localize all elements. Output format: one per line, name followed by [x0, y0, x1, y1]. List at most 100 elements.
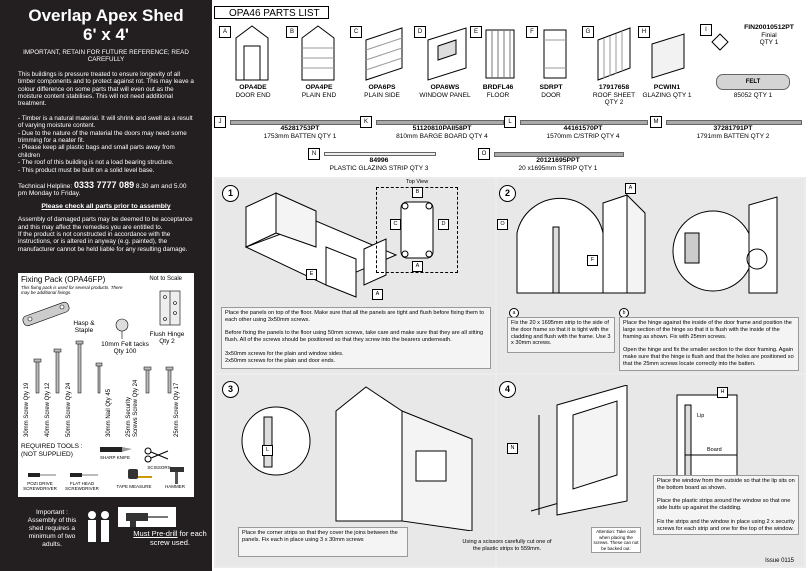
part-letter: A	[219, 26, 231, 38]
step-2-illustration	[516, 193, 778, 294]
step-3-illustration	[241, 386, 473, 531]
product-title: Overlap Apex Shed 6' x 4'	[28, 6, 184, 44]
finial-icon	[711, 33, 729, 51]
knife-icon	[100, 447, 132, 452]
cut-strip-instructions: Using a scissors carefully cut one of th…	[462, 539, 552, 552]
part-letter: K	[360, 116, 372, 128]
felt-label: 85052 QTY 1	[733, 92, 773, 99]
part-letter: M	[650, 116, 662, 128]
intro-text: This buildings is pressure treated to en…	[18, 70, 194, 108]
two-adults-notice: Important : Assembly of this shed requir…	[27, 509, 77, 548]
tape-measure-icon	[128, 469, 152, 479]
screwdriver-icon	[28, 473, 56, 477]
tool-label: FLAT HEAD SCREWDRIVER	[65, 481, 99, 491]
drill-icon	[118, 507, 176, 527]
fixing-pack-title: Fixing Pack (OPA46FP)	[21, 275, 106, 284]
felt-roll-icon: FELT	[716, 74, 790, 90]
fixings-illustration	[22, 290, 181, 394]
hasp-label: Hasp & Staple	[73, 320, 95, 334]
tool-label: HAMMER	[165, 484, 185, 489]
step-4: 4 N H Lip Board Attention: Take care whe…	[462, 375, 804, 566]
glazing-strip-icon	[324, 152, 436, 156]
tool-label: SHARP KNIFE	[100, 455, 130, 460]
step-number: 2	[499, 185, 516, 202]
nail-label: 30mm Nail Qty 45	[106, 388, 112, 437]
window-panel-icon	[427, 27, 467, 81]
step-2a-instructions: Fix the 20 x 1695mm strip to the side of…	[507, 317, 615, 353]
tools-title: REQUIRED TOOLS : (NOT SUPPLIED)	[21, 443, 83, 458]
part-letter: L	[504, 116, 516, 128]
step-2: 2 A F O a Fix the 20 x 1695mm strip to t…	[497, 179, 804, 373]
part-label-a: A	[625, 183, 636, 194]
scissors-icon	[144, 447, 169, 463]
parts-list-title: OPA46 PARTS LIST	[214, 6, 329, 19]
batten-icon	[666, 120, 802, 125]
part-label-n: N	[507, 443, 518, 454]
part-letter: F	[526, 26, 538, 38]
door-icon	[543, 29, 567, 79]
floor-icon	[485, 29, 515, 79]
plain-end-panel-icon	[301, 25, 335, 81]
part-letter: D	[414, 26, 426, 38]
step-1-instructions: Place the panels on top of the floor. Ma…	[221, 307, 491, 369]
damage-text: Assembly of damaged parts may be deemed …	[18, 216, 193, 253]
part-letter: J	[214, 116, 226, 128]
flat-screwdriver-icon	[70, 473, 98, 477]
part-letter: I	[700, 24, 712, 36]
not-to-scale: Not to Scale	[149, 276, 182, 282]
part-label-a: A	[412, 261, 423, 272]
felt-tacks-label: 10mm Felt tacks Qty 100	[101, 341, 149, 355]
part-label-e: E	[306, 269, 317, 280]
lip-label: Lip	[697, 413, 705, 419]
check-parts-heading: Please check all parts prior to assembly	[41, 203, 171, 211]
top-view-label: Top View	[406, 179, 429, 185]
security-screw-label: 25mm Security Screws Screw Qty 24	[126, 379, 139, 437]
required-tools: REQUIRED TOOLS : (NOT SUPPLIED) SHARP KN…	[18, 441, 194, 497]
step-3: 3 L Place the corner strips so that they…	[216, 375, 495, 566]
notes-list: - Timber is a natural material. It will …	[18, 114, 193, 174]
part-label-c: C	[390, 219, 401, 230]
part-letter: N	[308, 148, 320, 160]
part-label-h: H	[717, 387, 728, 398]
hasp-icon	[22, 301, 70, 327]
two-people-icon	[88, 511, 109, 542]
info-panel: Overlap Apex Shed 6' x 4' IMPORTANT, RET…	[0, 0, 212, 571]
part-label-f: F	[587, 255, 598, 266]
screw-label: 30mm Screw Qty 19	[24, 382, 30, 437]
roof-sheet-icon	[597, 27, 631, 81]
tool-label: POZI DRIVE SCREWDRIVER	[23, 481, 57, 491]
retain-notice: IMPORTANT, RETAIN FOR FUTURE REFERENCE; …	[23, 49, 189, 64]
step-1: 1 E A Top View B C D A Place the panels …	[216, 179, 495, 373]
helpline-number: 0333 7777 089	[74, 180, 135, 191]
step-number: 4	[499, 381, 516, 398]
fixing-pack-note: This fixing pack is used for several pro…	[21, 285, 123, 295]
part-letter: O	[478, 148, 490, 160]
part-letter: G	[582, 26, 594, 38]
part-label-d: D	[438, 219, 449, 230]
step-number: 1	[222, 185, 239, 202]
strip-icon	[494, 152, 624, 157]
tool-label: SCISSORS	[147, 465, 171, 470]
part-label-l: L	[262, 445, 273, 456]
step-4-instructions: Place the window from the outside so tha…	[653, 475, 799, 535]
fixing-pack: Fixing Pack (OPA46FP) This fixing pack i…	[18, 273, 194, 441]
felt-tack-icon	[115, 318, 129, 339]
attention-note: Attention: Take care when placing the sc…	[591, 527, 641, 553]
screw-label: 40mm Screw Qty 12	[45, 382, 51, 437]
part-letter: B	[286, 26, 298, 38]
screw-label: 50mm Screw Qty 24	[66, 382, 72, 437]
flush-hinge-label: Flush Hinge Qty 2	[149, 331, 185, 345]
screw-label: 25mm Screw Qty 17	[174, 382, 180, 437]
